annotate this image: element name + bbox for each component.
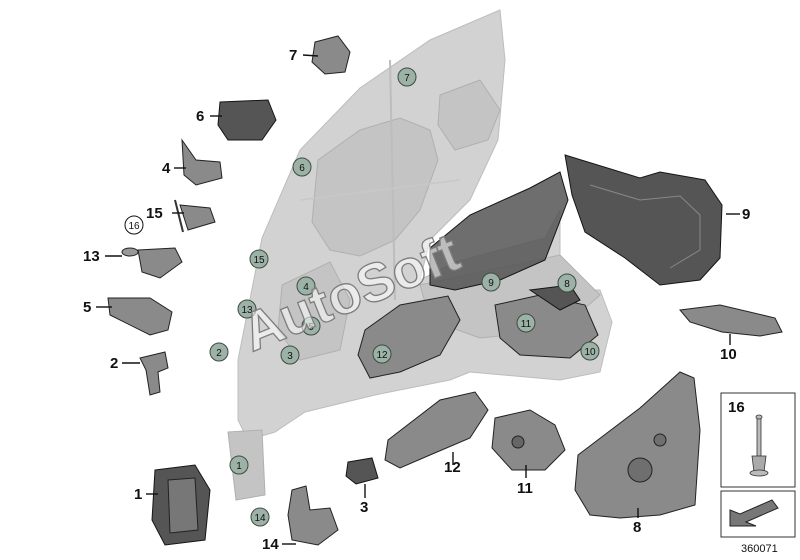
callout-13: 13: [83, 248, 100, 265]
bubble-16: 16: [128, 221, 140, 232]
callout-12: 12: [444, 459, 461, 476]
callout-6: 6: [196, 108, 204, 125]
bubble-1: 1: [236, 461, 242, 472]
bubble-6: 6: [299, 163, 305, 174]
callout-3: 3: [360, 499, 368, 516]
callout-5: 5: [83, 299, 91, 316]
part-14-bracket: [287, 485, 339, 546]
callout-1: 1: [134, 486, 142, 503]
bubble-2: 2: [216, 348, 222, 359]
callout-11: 11: [517, 480, 533, 497]
rivet-icon: [749, 414, 769, 477]
part-13-clip: [121, 247, 183, 279]
bubble-10: 10: [584, 347, 596, 358]
diagram-id: 360071: [741, 543, 778, 555]
callout-10: 10: [720, 346, 737, 363]
part-8-panel: [574, 371, 701, 519]
callout-2: 2: [110, 355, 118, 372]
callout-15: 15: [146, 205, 163, 222]
part-4-bracket: [181, 138, 223, 186]
bubble-3: 3: [287, 351, 293, 362]
arrow-icon: [729, 499, 779, 527]
part-3-clip: [345, 457, 379, 485]
arrow-box: [720, 490, 796, 538]
legend-item-label: 16: [728, 399, 745, 416]
bubble-5: 5: [308, 322, 314, 333]
leader-lines: [96, 54, 740, 545]
callout-9: 9: [742, 206, 750, 223]
part-9-panel: [564, 154, 723, 286]
bubble-13: 13: [241, 305, 253, 316]
part-12-bracket: [384, 391, 489, 469]
part-1-housing: [151, 464, 211, 546]
part-2-bracket: [139, 351, 169, 396]
bubble-7: 7: [404, 73, 410, 84]
bubble-8: 8: [564, 279, 570, 290]
bubble-14: 14: [254, 513, 266, 524]
legend-box: 16: [720, 392, 796, 488]
callout-7: 7: [289, 47, 297, 64]
bubble-9: 9: [488, 278, 494, 289]
part-6-bracket: [217, 99, 277, 141]
bubble-group: 7 6 15 4 13 5 2 3 12 9 8 11 10 1 14 16: [124, 67, 600, 527]
part-10-bracket: [679, 304, 783, 337]
part-5-bracket: [107, 297, 173, 336]
part-7-bracket: [311, 35, 351, 75]
bubble-4: 4: [303, 282, 309, 293]
bubble-11: 11: [521, 319, 532, 330]
callout-14: 14: [262, 536, 279, 553]
part-15-bracket: [174, 199, 216, 233]
callout-4: 4: [162, 160, 171, 177]
inner-panel-overlay: [357, 171, 599, 379]
bubble-15: 15: [253, 255, 265, 266]
part-11-bracket: [491, 409, 566, 471]
callout-8: 8: [633, 519, 641, 536]
bubble-12: 12: [376, 350, 388, 361]
